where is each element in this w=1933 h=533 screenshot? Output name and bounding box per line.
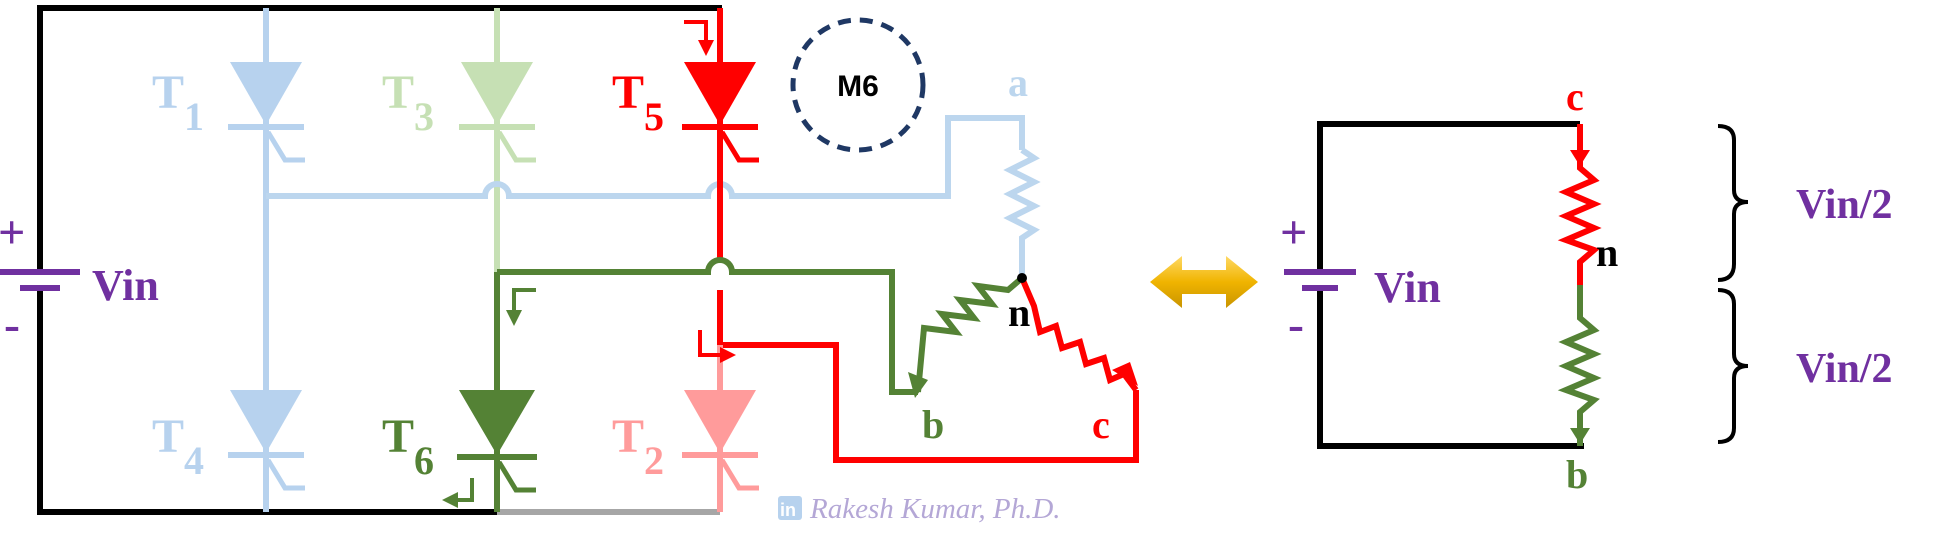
- thyristor-t6: [457, 390, 537, 493]
- svg-text:T3: T3: [382, 66, 434, 139]
- eq-lower-voltage: Vin/2: [1796, 346, 1892, 392]
- thyristor-t5: [682, 62, 759, 163]
- svg-text:T1: T1: [152, 66, 204, 139]
- linkedin-icon: [778, 496, 802, 520]
- t1-letter: T: [152, 66, 184, 119]
- t5-letter: T: [612, 66, 644, 119]
- equivalent-resistor-cn: [1557, 124, 1602, 285]
- phase-c-current-path: [717, 8, 1139, 463]
- eq-plus: +: [1280, 206, 1307, 259]
- t6-sub: 6: [414, 438, 434, 483]
- t4-letter: T: [152, 410, 184, 463]
- svg-text:T2: T2: [612, 410, 664, 483]
- mode-badge: M6: [790, 17, 926, 153]
- current-arrows: [442, 20, 736, 508]
- load-resistor-c: [1019, 276, 1139, 392]
- svg-text:T5: T5: [612, 66, 664, 139]
- t3-sub: 3: [414, 94, 434, 139]
- brace-icon: [1717, 124, 1749, 444]
- phase-b-current-path: [494, 257, 918, 512]
- t4-sub: 4: [184, 438, 204, 483]
- eq-upper-voltage: Vin/2: [1796, 182, 1892, 228]
- load-resistor-b: [908, 275, 1024, 398]
- eq-node-b: b: [1566, 452, 1588, 497]
- load-resistor-a: [1003, 147, 1041, 278]
- source-label: Vin: [92, 261, 159, 310]
- t1-sub: 1: [184, 94, 204, 139]
- phase-a-label: a: [1008, 60, 1028, 105]
- neutral-label: n: [1008, 290, 1030, 335]
- t6-letter: T: [382, 410, 414, 463]
- neutral-node: [1017, 273, 1027, 283]
- svg-text:T4: T4: [152, 410, 204, 483]
- linkedin-glyph: in: [780, 500, 796, 520]
- source-plus: +: [0, 206, 25, 259]
- t3-letter: T: [382, 66, 414, 119]
- phase-a-wire: [266, 115, 1025, 199]
- thyristor-t3: [459, 62, 536, 163]
- eq-source-label: Vin: [1374, 263, 1441, 312]
- thyristor-t1: [228, 62, 305, 163]
- svg-text:T6: T6: [382, 410, 434, 483]
- eq-node-c: c: [1566, 74, 1584, 119]
- mode-badge-label: M6: [837, 70, 879, 103]
- thyristor-t2: [682, 390, 759, 491]
- eq-node-n: n: [1596, 230, 1618, 275]
- equivalent-resistor-nb: [1557, 285, 1602, 446]
- equivalent-battery-icon: [1284, 269, 1356, 291]
- credit: in Rakesh Kumar, Ph.D.: [778, 493, 1061, 525]
- t5-sub: 5: [644, 94, 664, 139]
- eq-minus: -: [1288, 298, 1304, 351]
- thyristor-t4: [228, 390, 305, 491]
- t2-letter: T: [612, 410, 644, 463]
- credit-text: Rakesh Kumar, Ph.D.: [809, 493, 1061, 525]
- equivalent-wires: [1317, 121, 1584, 449]
- t2-sub: 2: [644, 438, 664, 483]
- double-arrow-icon: [1150, 256, 1258, 308]
- phase-b-label: b: [922, 402, 944, 447]
- phase-c-label: c: [1092, 402, 1110, 447]
- source-minus: -: [4, 298, 20, 351]
- battery-icon: [0, 269, 80, 291]
